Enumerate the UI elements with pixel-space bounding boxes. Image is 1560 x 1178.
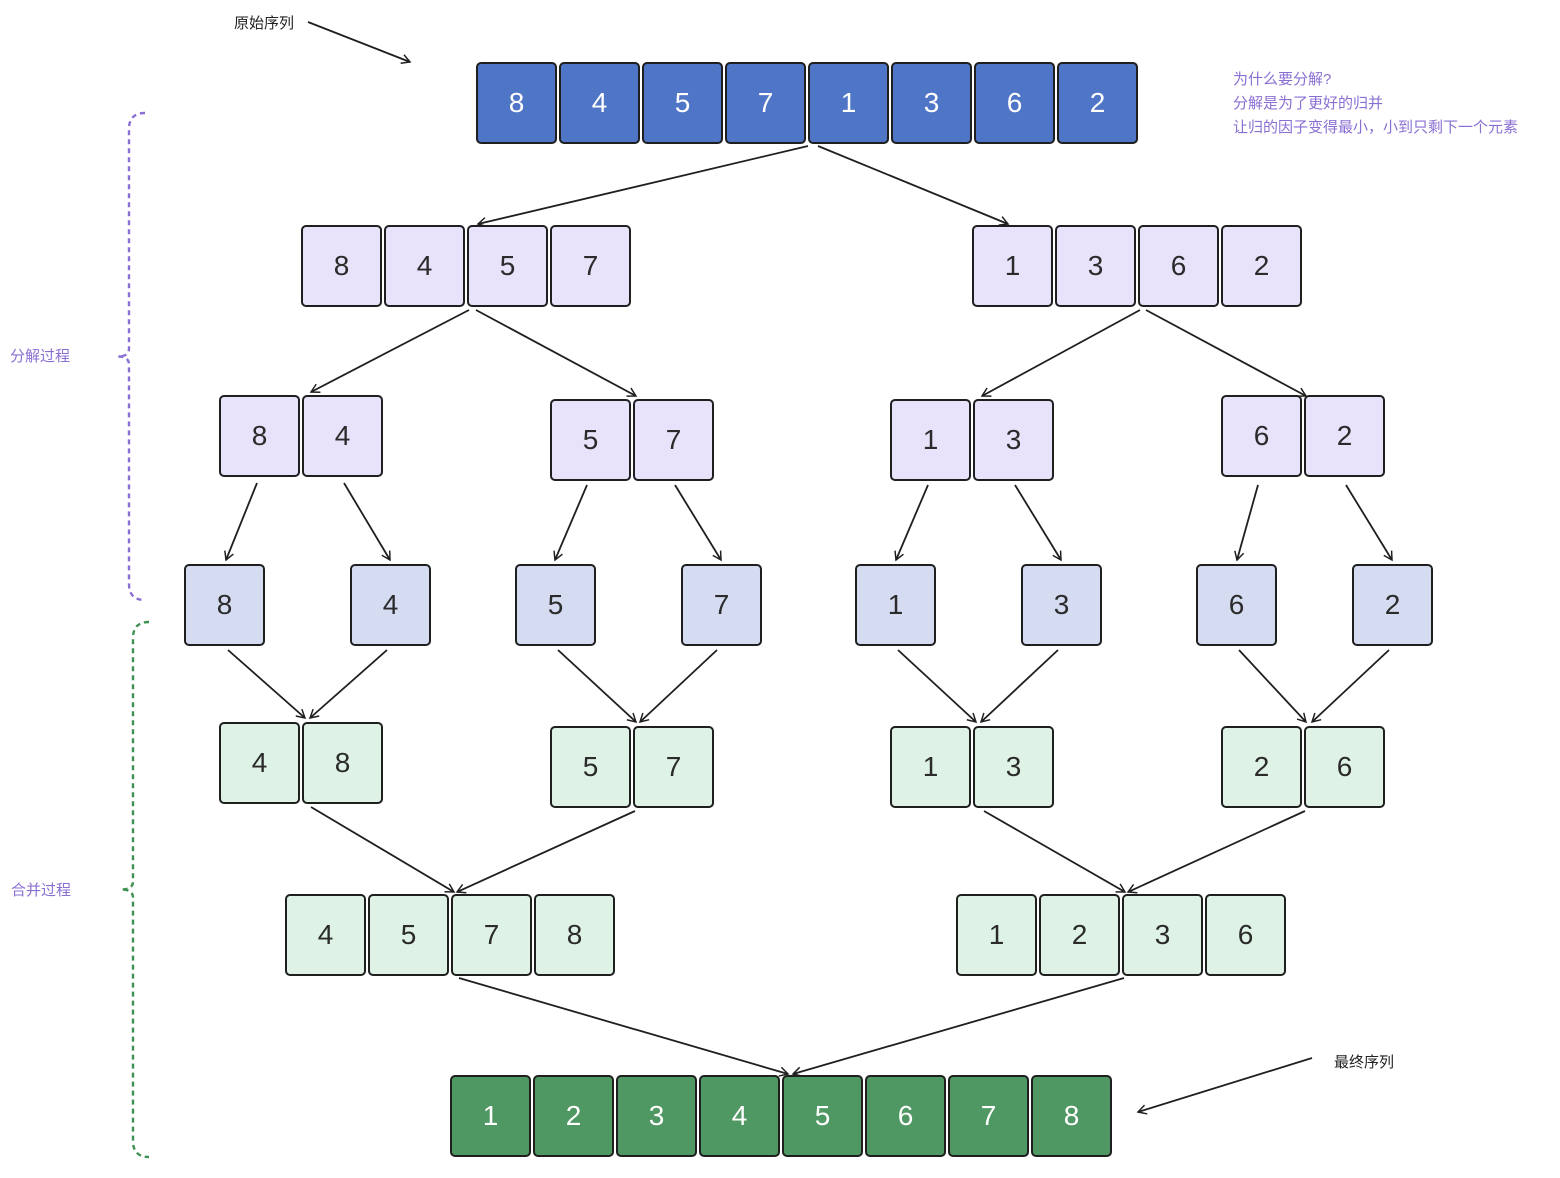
split-2-cell: 2 [1304,395,1385,477]
leaves-cell: 5 [515,564,596,646]
original-label-pointer [307,21,412,64]
split-phase-label: 分解过程 [10,348,71,365]
split-arrow [1345,484,1393,562]
split-2-cell: 8 [219,395,300,477]
merge-1-cell: 3 [973,726,1054,808]
split-arrow [224,482,258,562]
merge-1-cell: 7 [633,726,714,808]
split-arrow [1234,484,1259,562]
merge-arrow [897,649,978,724]
merge-1-cell: 5 [550,726,631,808]
merge-arrow [308,649,388,719]
split-arrow [343,482,391,562]
final-cell: 6 [865,1075,946,1157]
split-arrow [894,484,929,562]
split-arrow [980,309,1141,397]
split-arrow [475,309,638,397]
merge-2-cell: 3 [1122,894,1203,976]
original-cell: 2 [1057,62,1138,144]
leaves-cell: 7 [681,564,762,646]
split-1-cell: 8 [301,225,382,307]
merge-2-cell: 7 [451,894,532,976]
original-cell: 5 [642,62,723,144]
merge-arrow [979,649,1059,724]
leaves-cell: 8 [184,564,265,646]
split-phase-brace [117,111,146,602]
merge-arrow [791,977,1125,1077]
split-arrow [476,145,809,228]
merge-2-cell: 4 [285,894,366,976]
split-1-cell: 2 [1221,225,1302,307]
merge-1-cell: 1 [890,726,971,808]
merge-2-cell: 8 [534,894,615,976]
split-arrow [1145,309,1308,397]
split-1-cell: 7 [550,225,631,307]
note-line-detail: 让归的因子变得最小，小到只剩下一个元素 [1233,119,1519,136]
split-2-cell: 7 [633,399,714,481]
final-cell: 2 [533,1075,614,1157]
split-2-cell: 4 [302,395,383,477]
merge-2-cell: 2 [1039,894,1120,976]
split-1-cell: 4 [384,225,465,307]
merge-2-cell: 6 [1205,894,1286,976]
leaves-cell: 2 [1352,564,1433,646]
split-1-cell: 6 [1138,225,1219,307]
final-cell: 3 [616,1075,697,1157]
split-arrow [1014,484,1062,562]
merge-1-cell: 2 [1221,726,1302,808]
merge-arrow [310,806,456,893]
merge-arrow [1126,810,1306,894]
original-cell: 1 [808,62,889,144]
merge-1-cell: 4 [219,722,300,804]
split-2-cell: 1 [890,399,971,481]
leaves-cell: 1 [855,564,936,646]
split-arrow [817,145,1010,226]
merge-1-cell: 8 [302,722,383,804]
merge-arrow [1238,649,1308,724]
original-cell: 8 [476,62,557,144]
original-sequence-label: 原始序列 [234,15,295,32]
note-line-question: 为什么要分解? [1233,71,1332,88]
merge-arrow [455,810,636,894]
merge-arrow [227,649,307,719]
leaves-cell: 6 [1196,564,1277,646]
merge-arrow [557,649,638,724]
merge-phase-label: 合并过程 [11,882,72,899]
leaves-cell: 4 [350,564,431,646]
split-2-cell: 3 [973,399,1054,481]
merge-arrow [458,977,790,1077]
final-cell: 5 [782,1075,863,1157]
final-label-pointer [1136,1057,1313,1115]
leaves-cell: 3 [1021,564,1102,646]
original-cell: 7 [725,62,806,144]
split-1-cell: 5 [467,225,548,307]
split-2-cell: 6 [1221,395,1302,477]
final-cell: 4 [699,1075,780,1157]
final-cell: 7 [948,1075,1029,1157]
original-cell: 3 [891,62,972,144]
merge-arrow [638,649,718,724]
split-1-cell: 1 [972,225,1053,307]
split-arrow [674,484,722,562]
final-sequence-label: 最终序列 [1334,1054,1395,1071]
merge-2-cell: 5 [368,894,449,976]
original-cell: 6 [974,62,1055,144]
split-arrow [553,484,588,562]
split-arrow [309,309,470,394]
split-2-cell: 5 [550,399,631,481]
final-cell: 1 [450,1075,531,1157]
final-cell: 8 [1031,1075,1112,1157]
split-1-cell: 3 [1055,225,1136,307]
original-cell: 4 [559,62,640,144]
merge-arrow [983,810,1127,893]
explanation-note: 为什么要分解? 分解是为了更好的归并 让归的因子变得最小，小到只剩下一个元素 [1233,68,1518,140]
merge-2-cell: 1 [956,894,1037,976]
merge-1-cell: 6 [1304,726,1385,808]
merge-phase-brace [120,620,150,1159]
merge-arrow [1310,649,1390,724]
note-line-reason: 分解是为了更好的归并 [1233,95,1384,112]
